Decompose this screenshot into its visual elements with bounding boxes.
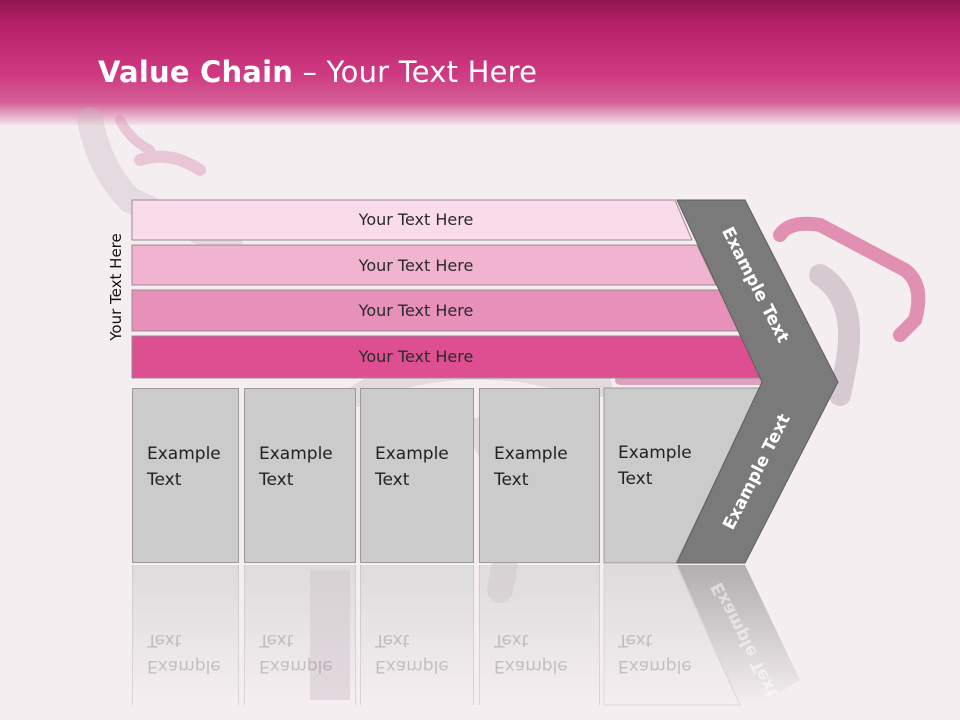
box-3-reflection: Example Text — [360, 565, 474, 705]
title-rest: – Your Text Here — [293, 55, 538, 89]
bar-2-shape — [131, 244, 717, 286]
title-bold: Value Chain — [98, 55, 294, 89]
bar-1-shape — [131, 199, 693, 241]
box-2-reflection-text: Example Text — [259, 630, 333, 676]
box-2-label: Example Text — [259, 444, 333, 490]
chevron-shape — [676, 199, 839, 564]
box-1-reflection-text: Example Text — [147, 630, 221, 676]
box-4: Example Text — [479, 388, 600, 563]
bar-4-label: Your Text Here — [358, 347, 474, 366]
box-4-reflection: Example Text — [479, 565, 600, 705]
box-5: Example Text — [604, 388, 714, 563]
box-5-shape — [603, 387, 761, 564]
bar-3-label: Your Text Here — [358, 301, 474, 320]
box-1-label: Example Text — [147, 444, 221, 490]
box-3-label: Example Text — [375, 444, 449, 490]
box-1-reflection: Example Text — [132, 565, 239, 705]
chevron-reflection — [677, 565, 800, 705]
box-5-reflection-label: Example Text — [604, 565, 714, 705]
slide-title: Value Chain – Your Text Here — [98, 55, 537, 89]
bar-1-label: Your Text Here — [358, 210, 474, 229]
bar-2-label: Your Text Here — [358, 256, 474, 275]
box-4-label: Example Text — [494, 444, 568, 490]
box-2-reflection: Example Text — [244, 565, 356, 705]
box-3-reflection-text: Example Text — [375, 630, 449, 676]
box-4-reflection-text: Example Text — [494, 630, 568, 676]
box-3: Example Text — [360, 388, 474, 563]
box-5-reflection-text: Example Text — [618, 630, 692, 676]
header-band — [0, 0, 960, 125]
box-2: Example Text — [244, 388, 356, 563]
box-1: Example Text — [132, 388, 239, 563]
box-5-label: Example Text — [618, 443, 692, 489]
